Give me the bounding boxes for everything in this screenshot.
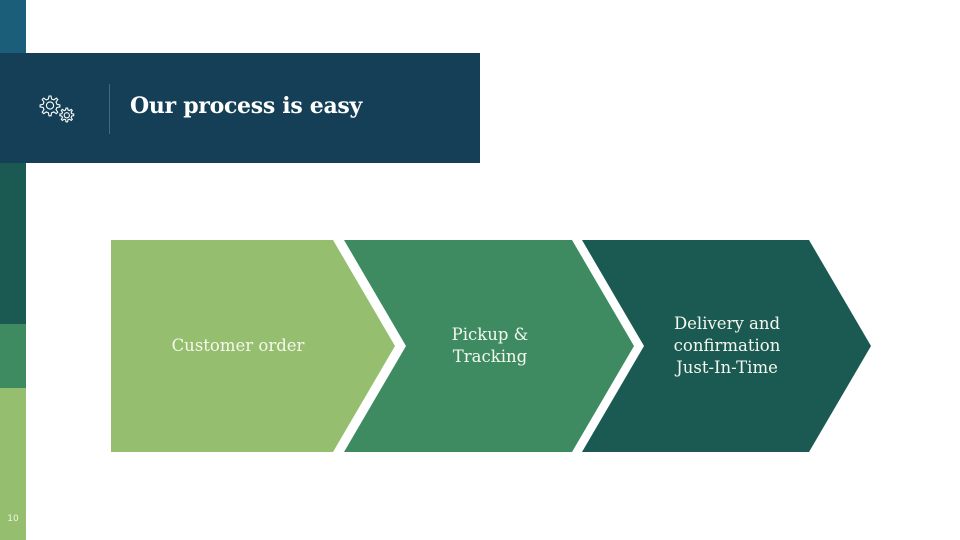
process-step-2-shape <box>344 240 634 452</box>
process-step-3-shape <box>582 240 871 452</box>
side-strip-blue <box>0 0 26 53</box>
title-divider <box>109 84 110 134</box>
process-step-2-label: Pickup & Tracking <box>451 325 529 366</box>
side-strip-mid-green <box>0 324 26 388</box>
slide-title: Our process is easy <box>130 93 363 119</box>
process-step-1-label: Customer order <box>171 336 305 355</box>
page-number: 10 <box>7 514 19 524</box>
gears-icon <box>39 95 75 123</box>
side-strip-dark-green <box>0 163 26 324</box>
process-step-3-label: Delivery and confirmation Just-In-Time <box>673 314 781 377</box>
side-strip-light-green <box>0 388 26 540</box>
title-banner: Our process is easy <box>0 53 480 163</box>
process-step-1-shape <box>111 240 395 452</box>
